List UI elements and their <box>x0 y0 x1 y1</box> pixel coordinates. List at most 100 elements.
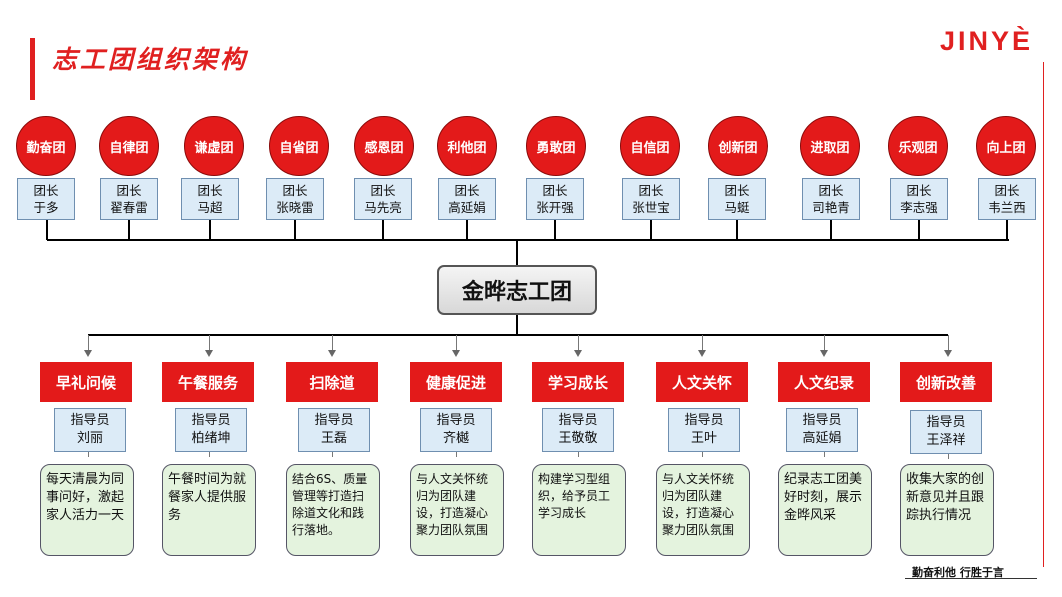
team-role: 团长 <box>542 183 568 198</box>
arrow-down-icon <box>944 350 952 357</box>
connector-line <box>702 335 703 350</box>
team-role: 团长 <box>994 183 1020 198</box>
mentor-name: 王磊 <box>320 431 347 446</box>
team-connector-tick <box>294 220 296 240</box>
mentor-box: 指导员 柏绪坤 <box>175 408 247 452</box>
team-leader-box: 团长 马蜓 <box>708 178 766 220</box>
team-leader: 翟春雷 <box>110 200 148 215</box>
team-circle: 自信团 <box>620 116 680 176</box>
connector-line <box>456 452 457 457</box>
function-description: 结合6S、质量管理等打造扫除道文化和践行落地。 <box>286 464 380 556</box>
center-node: 金晔志工团 <box>437 265 597 315</box>
team-connector-tick <box>650 220 652 240</box>
connector-line <box>948 454 949 459</box>
team-node: 感恩团 <box>354 116 414 176</box>
team-role: 团长 <box>724 183 750 198</box>
mentor-box: 指导员 王泽祥 <box>910 410 982 454</box>
team-leader: 司艳青 <box>812 200 850 215</box>
function-description: 构建学习型组织，给予员工学习成长 <box>532 464 626 556</box>
team-connector-tick <box>382 220 384 240</box>
team-leader-box: 团长 翟春雷 <box>100 178 158 220</box>
mentor-name: 齐樾 <box>442 431 469 446</box>
mentor-name: 王泽祥 <box>926 433 966 448</box>
team-node: 乐观团 <box>888 116 948 176</box>
mentor-role: 指导员 <box>191 413 231 428</box>
team-leader-box: 团长 韦兰西 <box>978 178 1036 220</box>
mentor-role: 指导员 <box>684 413 724 428</box>
mentor-box: 指导员 王叶 <box>668 408 740 452</box>
function-title: 人文纪录 <box>778 362 870 402</box>
team-role: 团长 <box>370 183 396 198</box>
function-title: 创新改善 <box>900 362 992 402</box>
slogan: 勤奋利他 行胜于言 <box>912 566 1004 579</box>
mentor-name: 王敬敬 <box>558 431 598 446</box>
mentor-name: 刘丽 <box>76 431 103 446</box>
connector-line <box>88 452 89 457</box>
company-logo: JINYÈ <box>940 26 1034 56</box>
team-role: 团长 <box>282 183 308 198</box>
title-accent-bar <box>30 38 35 100</box>
team-role: 团长 <box>454 183 480 198</box>
team-role: 团长 <box>638 183 664 198</box>
connector-line <box>578 335 579 350</box>
function-title: 健康促进 <box>410 362 502 402</box>
connector-line <box>456 335 457 350</box>
mentor-role: 指导员 <box>926 415 966 430</box>
team-leader: 马先亮 <box>364 200 402 215</box>
function-title: 扫除道 <box>286 362 378 402</box>
connector-line <box>578 452 579 457</box>
team-node: 谦虚团 <box>184 116 244 176</box>
function-title: 午餐服务 <box>162 362 254 402</box>
team-node: 向上团 <box>976 116 1036 176</box>
team-node: 创新团 <box>708 116 768 176</box>
team-node: 进取团 <box>800 116 860 176</box>
team-connector-tick <box>918 220 920 240</box>
center-bottom-connector <box>516 315 518 335</box>
page-title: 志工团组织架构 <box>52 45 249 74</box>
team-leader-box: 团长 张开强 <box>526 178 584 220</box>
team-connector-tick <box>128 220 130 240</box>
right-red-divider <box>1043 62 1044 567</box>
team-leader: 李志强 <box>900 200 938 215</box>
team-leader: 韦兰西 <box>988 200 1026 215</box>
team-node: 勤奋团 <box>16 116 76 176</box>
function-description: 与人文关怀统归为团队建设，打造凝心聚力团队氛围 <box>656 464 750 556</box>
mentor-name: 高延娟 <box>802 431 842 446</box>
team-role: 团长 <box>33 183 59 198</box>
team-leader: 马蜓 <box>724 200 750 215</box>
team-leader: 张晓雷 <box>276 200 314 215</box>
team-node: 自信团 <box>620 116 680 176</box>
mentor-name: 柏绪坤 <box>191 431 231 446</box>
team-leader: 高延娟 <box>448 200 486 215</box>
mentor-role: 指导员 <box>558 413 598 428</box>
team-leader-box: 团长 张世宝 <box>622 178 680 220</box>
arrow-down-icon <box>84 350 92 357</box>
mentor-box: 指导员 王磊 <box>298 408 370 452</box>
team-connector-tick <box>1006 220 1008 240</box>
team-role: 团长 <box>197 183 223 198</box>
function-title: 学习成长 <box>532 362 624 402</box>
team-circle: 谦虚团 <box>184 116 244 176</box>
mentor-role: 指导员 <box>802 413 842 428</box>
team-circle: 自律团 <box>99 116 159 176</box>
team-connector-tick <box>736 220 738 240</box>
connector-line <box>209 335 210 350</box>
team-leader-box: 团长 马超 <box>181 178 239 220</box>
teams-connector-line <box>47 239 1009 241</box>
team-node: 自省团 <box>269 116 329 176</box>
arrow-down-icon <box>574 350 582 357</box>
team-connector-tick <box>209 220 211 240</box>
mentor-box: 指导员 齐樾 <box>420 408 492 452</box>
team-leader-box: 团长 于多 <box>17 178 75 220</box>
team-role: 团长 <box>818 183 844 198</box>
team-leader-box: 团长 高延娟 <box>438 178 496 220</box>
mentor-role: 指导员 <box>70 413 110 428</box>
team-connector-tick <box>466 220 468 240</box>
function-description: 收集大家的创新意见并且跟踪执行情况 <box>900 464 994 556</box>
team-circle: 勇敢团 <box>526 116 586 176</box>
connector-line <box>332 335 333 350</box>
team-leader-box: 团长 司艳青 <box>802 178 860 220</box>
team-connector-tick <box>554 220 556 240</box>
connector-line <box>209 452 210 457</box>
team-leader-box: 团长 张晓雷 <box>266 178 324 220</box>
